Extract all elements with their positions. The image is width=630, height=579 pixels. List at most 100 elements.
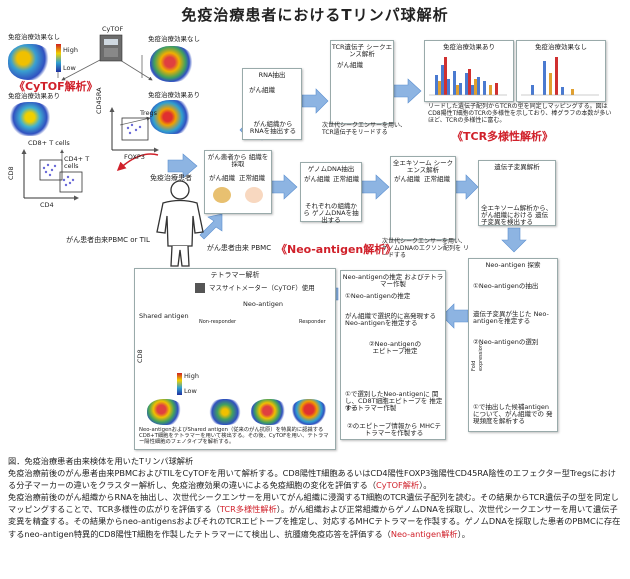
- label-no-effect-left: 免疫治療効果なし: [8, 33, 60, 41]
- tetramer-tsne-4: [291, 399, 327, 425]
- mutation-box: 遺伝子変異解析 全エキソーム解析から、 がん組織における 遺伝子変異を検出する: [478, 160, 556, 226]
- tetramer-tsne-3: [251, 399, 287, 425]
- arrow-tissue-to-dna: [267, 174, 298, 200]
- tetramer-analysis-title: テトラマー解析: [210, 271, 260, 279]
- exome-desc: 次世代シークエンサーを用い、 ゲノムDNAのエクソン配列を リードする: [382, 238, 469, 259]
- caption-tcr-highlight: TCR多様性解析: [219, 504, 277, 515]
- tetramer-color-scale: [177, 373, 182, 395]
- tetramer-make-box: Neo-antigenの推定 およびテトラマー作製 ①Neo-antigenの推…: [340, 270, 446, 440]
- cd4-tcells-label: CD4+ T cells: [64, 155, 90, 170]
- pbmc-label: がん患者由来PBMC or TIL: [66, 236, 150, 244]
- tetramer-tsne-2: [207, 399, 243, 425]
- tetramer-shared-label: Shared antigen: [139, 312, 189, 320]
- tcr-section-label: 《TCR多様性解析》: [452, 130, 554, 143]
- label-no-effect-right: 免疫治療効果なし: [148, 35, 200, 43]
- dna-box: ゲノムDNA抽出 がん組織 正常組織 それぞれの組織から ゲノムDNAを抽出する: [300, 162, 362, 224]
- neo-search-step2: ②Neo-antigenの選別: [473, 338, 539, 346]
- tcr-bars-effect: [429, 57, 507, 96]
- normal-tissue-sample: [245, 187, 263, 203]
- dna-title: ゲノムDNA抽出: [307, 165, 355, 173]
- tetramer-nonresponder-label: Non-responder: [199, 319, 237, 325]
- tcr-chart-effect: 免疫治療効果あり: [424, 40, 514, 102]
- tetramer-responder-label: Responder: [299, 319, 326, 325]
- tcr-seq-desc: 次世代シークエンサーを用い、 TCR遺伝子をリードする: [322, 122, 407, 136]
- cd8-tcells-label: CD8+ T cells: [28, 139, 70, 147]
- neo-search-box: Neo-antigen 探索 ①Neo-antigenの抽出 遺伝子変異が生じた…: [468, 258, 558, 432]
- tetramer-neo-label: Neo-antigen: [243, 300, 284, 308]
- rna-title: RNA抽出: [258, 71, 286, 79]
- dna-tumor-label: がん組織: [304, 175, 330, 183]
- tetramer-analysis-desc: Neo-antigenおよびShared antigen（従来のがん抗原）を特異…: [139, 427, 329, 446]
- tcr-chart-no-effect-title: 免疫治療効果なし: [535, 43, 587, 51]
- tcr-seq-box: TCR遺伝子 シークエンス解析 がん組織: [330, 40, 394, 124]
- dna-desc: それぞれの組織から ゲノムDNAを抽出する: [303, 202, 359, 224]
- caption-title: 図．免疫治療患者由来検体を用いたTリンパ球解析: [8, 456, 194, 466]
- pbmc-label-2: がん患者由来 PBMC: [206, 244, 272, 252]
- figure-caption: 図．免疫治療患者由来検体を用いたTリンパ球解析 免疫治療前後のがん患者由来PBM…: [8, 455, 624, 540]
- neo-search-step1-desc: 遺伝子変異が生じた Neo-antigenを推定する: [473, 310, 549, 325]
- neo-search-title: Neo-antigen 探索: [485, 261, 541, 269]
- tumor-tissue-sample: [213, 187, 231, 203]
- caption-neo-highlight: Neo-antigen解析: [390, 528, 458, 539]
- page-title: 免疫治療患者におけるTリンパ球解析: [181, 6, 449, 24]
- tissue-normal-label: 正常組織: [239, 174, 265, 182]
- low-label-left: Low: [63, 64, 76, 72]
- cd4-axis-label: CD4: [40, 201, 54, 209]
- tetramer-make-step1: ①Neo-antigenの推定: [345, 292, 411, 300]
- tsne-plot-no-effect-left: [8, 44, 52, 80]
- label-effect-right: 免疫治療効果あり: [148, 91, 200, 99]
- tissue-tumor-label: がん組織: [209, 174, 235, 182]
- neo-search-step2-desc: ①で抽出した候補antigen について、がん組織での 発現頻度を解析する: [473, 403, 553, 425]
- tcr-analysis-desc: リードした遺伝子配列からTCRの型を同定しマッピングする。図はCD8陽性T細胞の…: [428, 103, 612, 124]
- caption-tcr-neo-paragraph: 免疫治療前後のがん組織からRNAを抽出し、次世代シークエンサーを用いてがん組織に…: [8, 492, 621, 539]
- tsne-plot-effect-right: [150, 100, 194, 134]
- arrow-patient-to-tissue: [167, 153, 198, 179]
- tissue-box: がん患者から 組織を採取 がん組織 正常組織: [204, 150, 272, 214]
- rna-tissue-label: がん組織: [249, 86, 275, 94]
- cytof-device-label: CyTOF: [102, 25, 124, 33]
- tetramer-make-step3-desc: ②のエピトープ情報から MHCテトラマーを作製する: [346, 422, 442, 437]
- arrow-tcrseq-to-tcr: [391, 78, 422, 104]
- cytof-device: [99, 34, 123, 62]
- arrow-mutation-to-search: [501, 227, 527, 253]
- tetramer-low-label: Low: [184, 387, 197, 395]
- arrow-dna-to-exome: [359, 174, 390, 200]
- neo-search-step1: ①Neo-antigenの抽出: [473, 282, 539, 290]
- tetramer-make-step2-desc: ①で選別したNeo-antigenに 関し、CD8T細胞エピトープを 推定する: [345, 390, 443, 412]
- tcr-chart-no-effect: 免疫治療効果なし: [516, 40, 606, 102]
- mass-cytometer-icon: [195, 283, 205, 293]
- cd45ra-axis-label: CD45RA: [95, 87, 103, 114]
- exome-box: 全エキソーム シークエンス解析 がん組織 正常組織: [390, 156, 456, 240]
- tcr-bars-no-effect: [521, 57, 599, 96]
- arrow-rna-to-tcrseq: [301, 88, 329, 114]
- tetramer-make-step1-desc: がん組織で選択的に高発現する Neo-antigenを推定する: [345, 312, 436, 327]
- exome-normal-label: 正常組織: [424, 175, 450, 183]
- high-label-left: High: [63, 46, 78, 54]
- tcr-chart-effect-title: 免疫治療効果あり: [443, 43, 495, 51]
- caption-cytof-paragraph: 免疫治療前後のがん患者由来PBMCおよびTILをCyTOFを用いて解析する。CD…: [8, 468, 616, 491]
- exome-title: 全エキソーム シークエンス解析: [392, 159, 454, 174]
- arrow-search-to-tetramer: [441, 303, 469, 329]
- tetramer-tsne-1: [147, 399, 183, 425]
- cytof-dots: [42, 123, 142, 187]
- tetramer-analysis-box: テトラマー解析 マスサイトメーター（CyTOF）使用 Neo-antigen S…: [134, 268, 336, 450]
- tetramer-make-step3: ③テトラマー作製: [345, 404, 397, 412]
- tcr-seq-tissue-label: がん組織: [337, 61, 363, 69]
- rna-desc: がん組織から RNAを抽出する: [249, 120, 297, 135]
- tissue-title: がん患者から 組織を採取: [207, 153, 269, 168]
- tetramer-cd8-label: CD8: [136, 349, 144, 363]
- caption-cytof-highlight: CyTOF解析: [376, 480, 420, 491]
- patient-figure: [156, 180, 204, 267]
- tetramer-make-title: Neo-antigenの推定 およびテトラマー作製: [342, 273, 444, 288]
- arrow-patient-to-pbmc: [199, 213, 223, 240]
- foxp3-axis-label: FOXP3: [124, 153, 145, 161]
- tsne-plot-effect-left: [8, 102, 52, 136]
- arrow-patient-to-cytof: [116, 153, 159, 172]
- exome-tumor-label: がん組織: [394, 175, 420, 183]
- fold-expression-label: Fold expression: [471, 344, 484, 371]
- patient-label: 免疫治療患者: [150, 174, 192, 182]
- mutation-title: 遺伝子変異解析: [494, 163, 540, 171]
- dna-normal-label: 正常組織: [333, 175, 359, 183]
- tetramer-high-label: High: [184, 372, 199, 380]
- tcr-seq-title: TCR遺伝子 シークエンス解析: [331, 43, 393, 58]
